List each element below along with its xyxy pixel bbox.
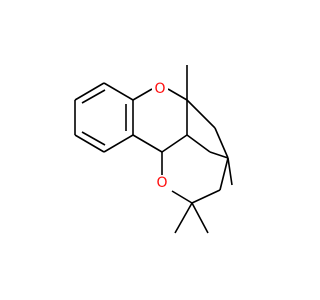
bond-ch-upper-ch-lower [161,134,188,153]
bond-benzene-5 [103,134,134,153]
bond-benzene-4 [74,134,105,153]
bond-cme2-methyl-left [174,202,193,234]
bond-ch2b-bridgehead [209,151,229,159]
bond-benzene-2 [74,82,105,101]
bond-ch2-bridgehead [214,127,229,159]
bond-bridgehead-down [227,157,233,186]
bond-benzene-inner-2 [81,131,106,146]
o1-label-bg [152,81,168,97]
bond-cq-ch2 [186,99,216,129]
bond-cme2-bridge [191,189,221,204]
bond-benzene-1 [103,82,134,101]
structure-canvas: O O [74,65,233,234]
oxygen-atom-upper: O [154,81,165,97]
bond-cme2-methyl-right [191,202,209,234]
bond-ch-lower-aryl [132,134,163,153]
bond-ch-upper-ch2b [186,134,211,153]
oxygen-atom-lower: O [156,175,167,191]
bond-aryl-o1 [132,88,153,101]
o2-label-bg [154,175,170,191]
bond-o2-cme2 [171,190,193,204]
bond-bridgehead-cmethyl [219,157,229,191]
molecule-diagram: O O [74,65,233,234]
bond-benzene-inner-1 [81,89,106,104]
bond-o1-cq [167,88,188,101]
